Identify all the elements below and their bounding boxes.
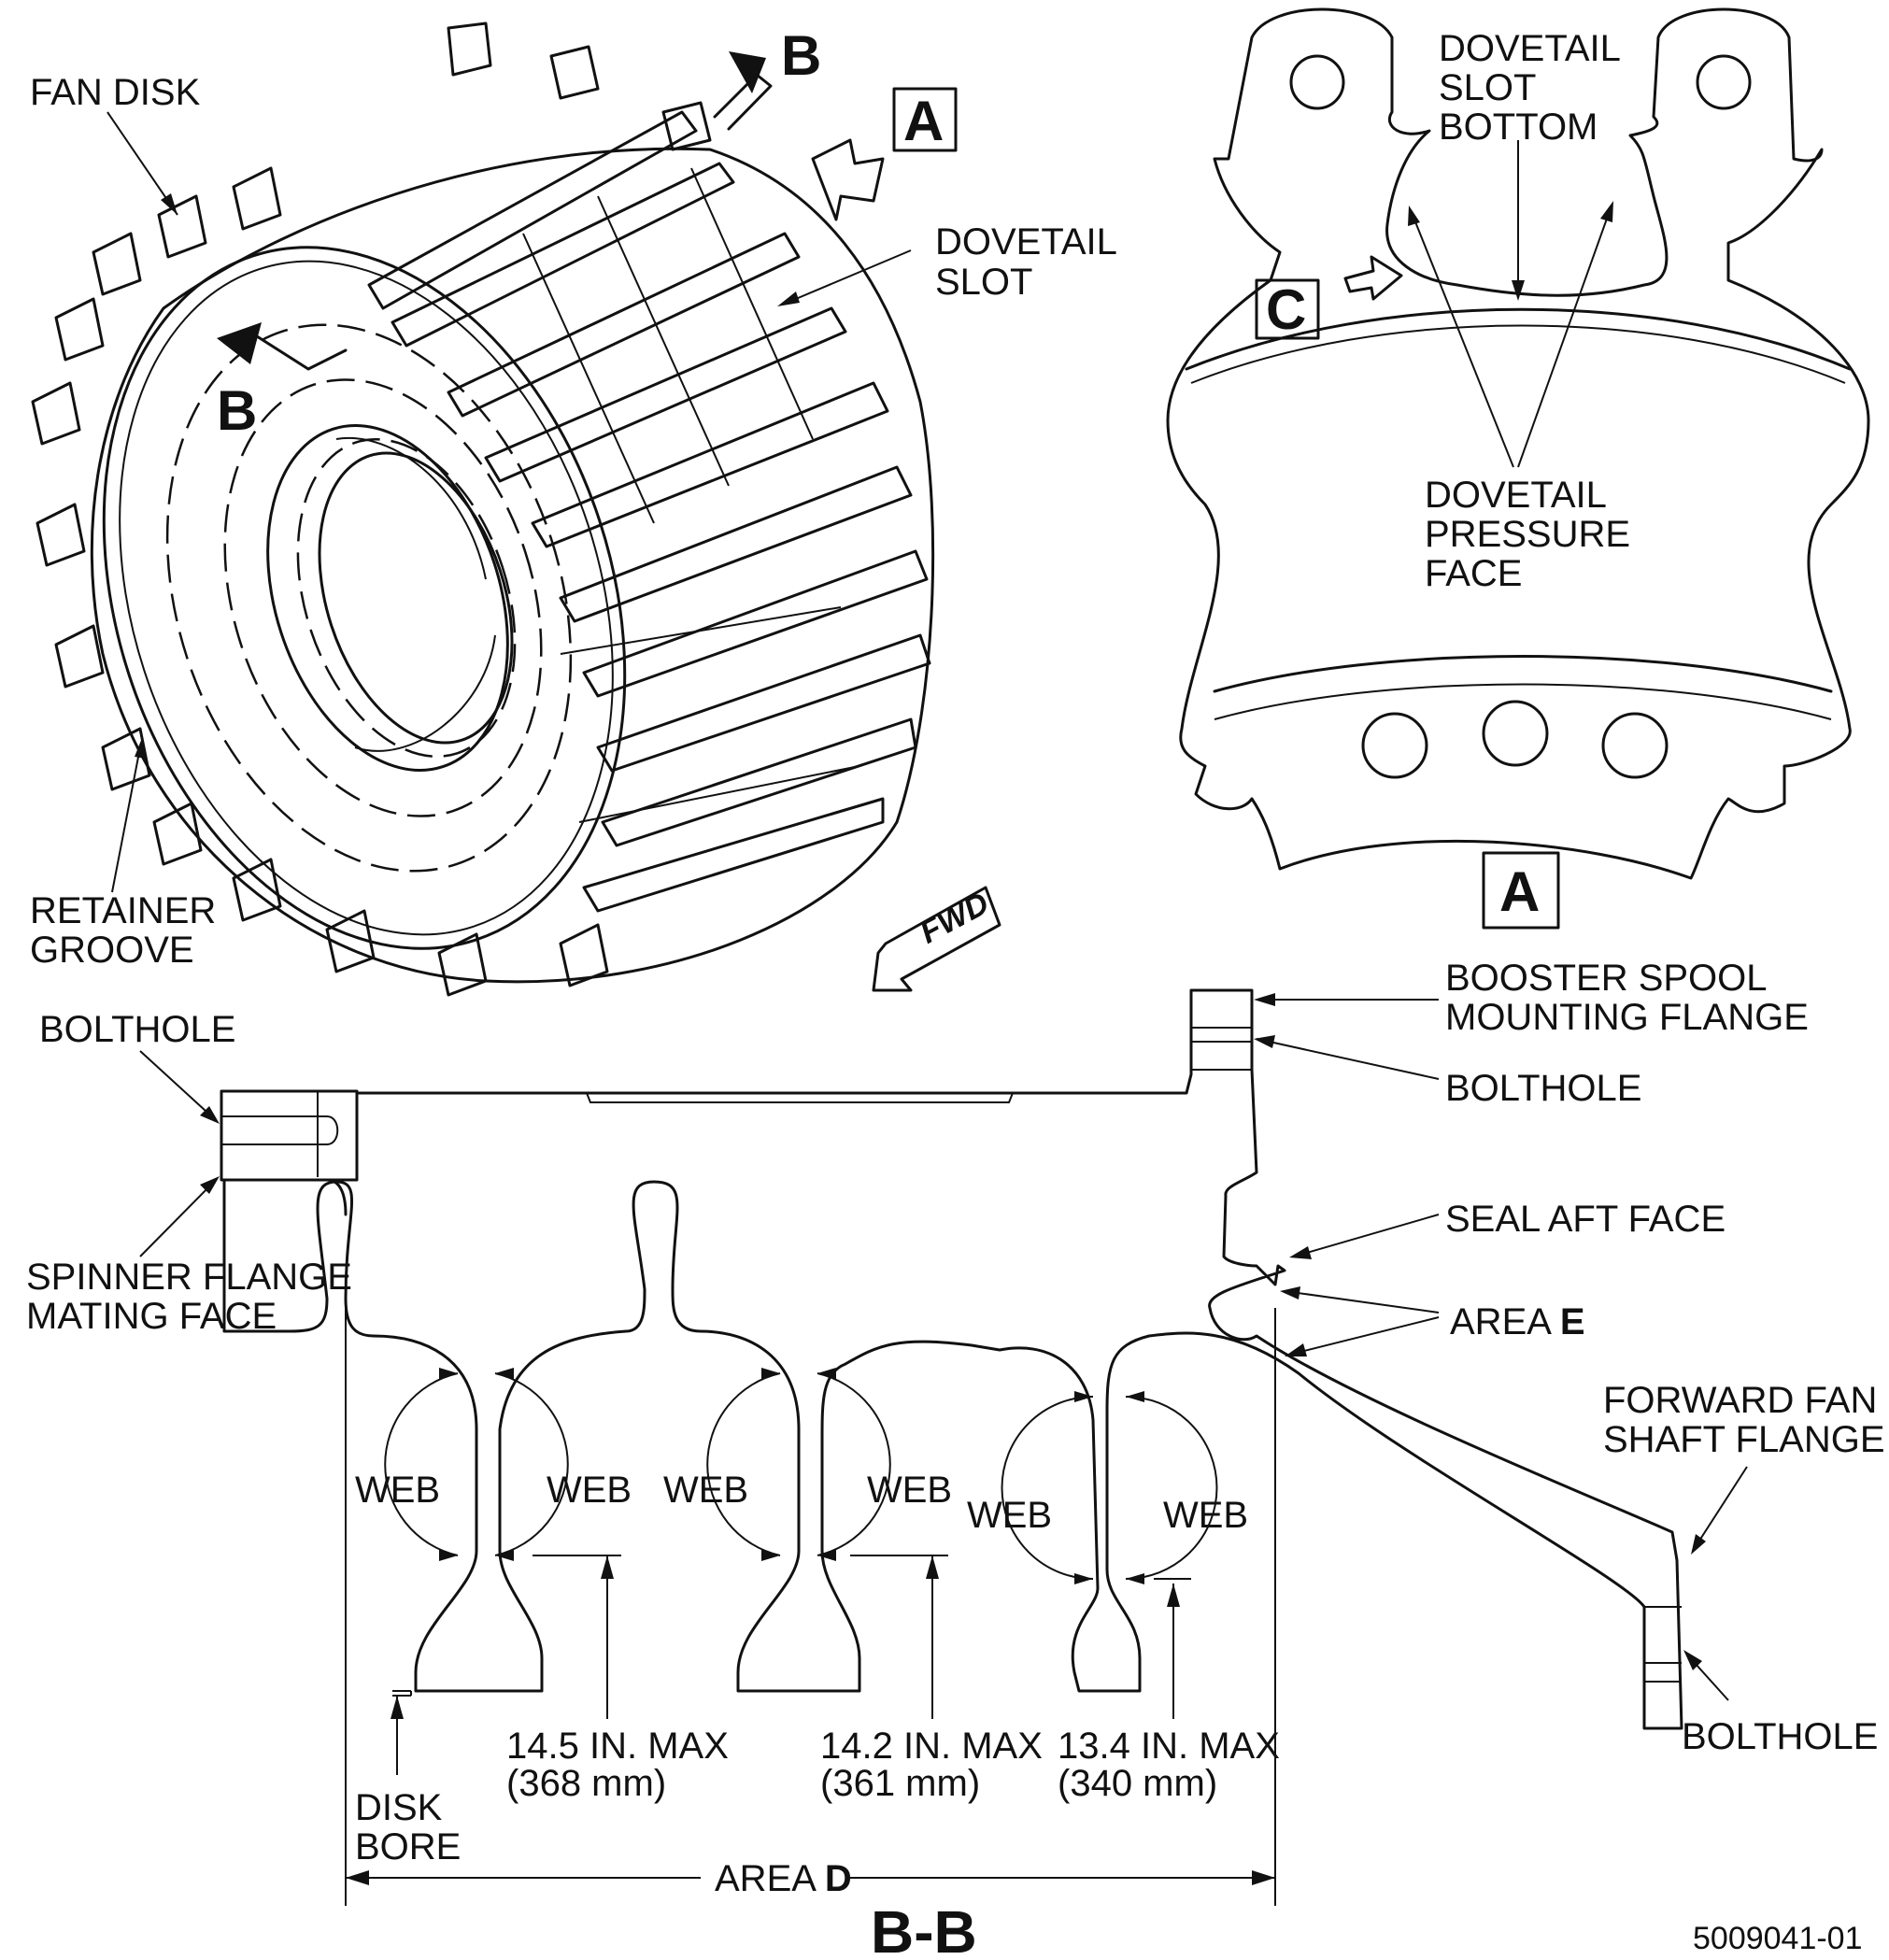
- web-arcs: [384, 1372, 1218, 1580]
- pressure-face-label-1: DOVETAIL: [1425, 475, 1607, 516]
- spinner-flange-label-2: MATING FACE: [26, 1296, 277, 1337]
- bolthole-label-left: BOLTHOLE: [39, 1009, 235, 1050]
- dimension-lines: [345, 1308, 1276, 1906]
- disk-bore-label-1: DISK: [355, 1787, 443, 1828]
- web-label-2: WEB: [547, 1470, 632, 1511]
- section-mark-left: B: [217, 379, 257, 442]
- view-a-title-box: [1482, 851, 1560, 930]
- dimension-1-in: 14.5 IN. MAX: [506, 1726, 729, 1767]
- view-a-dovetail-detail: [1166, 7, 1870, 880]
- dimension-3-mm: (340 mm): [1058, 1763, 1217, 1804]
- forward-fan-shaft-label-1: FORWARD FAN: [1603, 1380, 1877, 1421]
- forward-fan-shaft-label-2: SHAFT FLANGE: [1603, 1419, 1885, 1460]
- dimension-2-mm: (361 mm): [820, 1763, 980, 1804]
- fwd-arrow-label: FWD: [915, 886, 995, 951]
- booster-spool-label-1: BOOSTER SPOOL: [1445, 958, 1768, 999]
- view-a-callout: A: [903, 90, 944, 152]
- section-title: B-B: [871, 1898, 977, 1960]
- area-e-label: AREA E: [1450, 1301, 1585, 1342]
- bolthole-label-right: BOLTHOLE: [1682, 1716, 1878, 1757]
- dimension-1-mm: (368 mm): [506, 1763, 666, 1804]
- dimension-3-in: 13.4 IN. MAX: [1058, 1726, 1280, 1767]
- web-label-4: WEB: [867, 1470, 952, 1511]
- section-b-b-profile: [220, 988, 1683, 1730]
- web-label-6: WEB: [1163, 1495, 1248, 1536]
- pressure-face-label-3: FACE: [1425, 553, 1522, 594]
- slot-bottom-label-3: BOTTOM: [1439, 107, 1598, 148]
- retainer-groove-label-2: GROOVE: [30, 930, 194, 971]
- slot-bottom-label-2: SLOT: [1439, 67, 1536, 108]
- view-a-callout-box: [892, 87, 958, 152]
- view-a-title: A: [1499, 860, 1540, 923]
- booster-spool-label-2: MOUNTING FLANGE: [1445, 997, 1809, 1038]
- view-c-callout-box: [1255, 278, 1320, 340]
- dovetail-slot-label-1: DOVETAIL: [935, 221, 1117, 263]
- dovetail-slot-label-2: SLOT: [935, 262, 1032, 303]
- pressure-face-label-2: PRESSURE: [1425, 514, 1630, 555]
- spinner-flange-label-1: SPINNER FLANGE: [26, 1257, 352, 1298]
- dimension-2-in: 14.2 IN. MAX: [820, 1726, 1043, 1767]
- disk-bore-label-2: BORE: [355, 1826, 461, 1868]
- fan-disk-isometric: [31, 21, 1001, 997]
- figure-id: 5009041-01: [1693, 1921, 1863, 1956]
- web-label-1: WEB: [355, 1470, 440, 1511]
- fan-disk-label: FAN DISK: [30, 72, 201, 113]
- seal-aft-face-label: SEAL AFT FACE: [1445, 1199, 1726, 1240]
- retainer-groove-label-1: RETAINER: [30, 890, 216, 931]
- web-label-5: WEB: [967, 1495, 1052, 1536]
- web-label-3: WEB: [663, 1470, 748, 1511]
- slot-bottom-label-1: DOVETAIL: [1439, 28, 1621, 69]
- area-d-label: AREA D: [715, 1858, 852, 1899]
- view-c-callout: C: [1266, 278, 1306, 341]
- bolthole-label-top: BOLTHOLE: [1445, 1068, 1641, 1109]
- section-mark-top: B: [781, 24, 821, 87]
